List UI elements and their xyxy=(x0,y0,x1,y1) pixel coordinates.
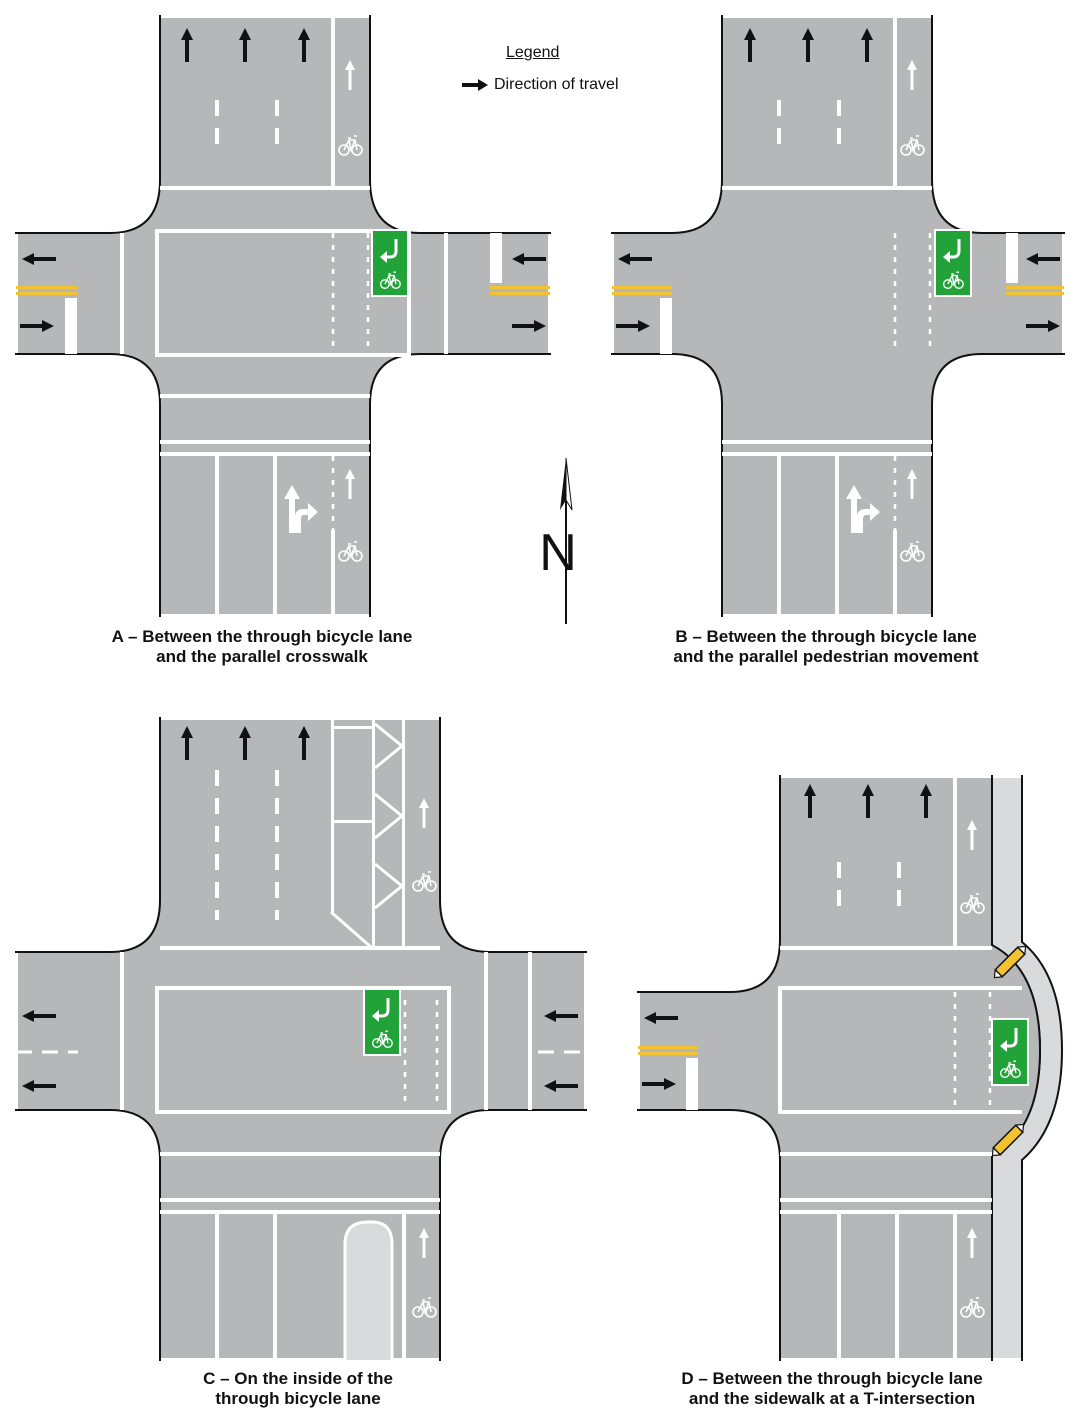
panel-a-intersection xyxy=(14,14,552,618)
caption-c-line2: through bicycle lane xyxy=(215,1389,381,1408)
caption-c-line1: C – On the inside of the xyxy=(203,1369,393,1388)
caption-b: B – Between the through bicycle lane and… xyxy=(576,627,1076,667)
caption-b-line2: and the parallel pedestrian movement xyxy=(673,647,979,666)
compass-label: N xyxy=(539,524,577,582)
panel-b-intersection xyxy=(610,14,1066,618)
caption-c: C – On the inside of the through bicycle… xyxy=(48,1369,548,1409)
caption-a-line1: A – Between the through bicycle lane xyxy=(111,627,413,646)
arrow-icon xyxy=(462,78,488,91)
caption-d: D – Between the through bicycle lane and… xyxy=(582,1369,1082,1409)
caption-a-line2: and the parallel crosswalk xyxy=(156,647,368,666)
north-arrow-icon xyxy=(560,457,573,624)
caption-b-line1: B – Between the through bicycle lane xyxy=(675,627,977,646)
legend-item-label: Direction of travel xyxy=(494,76,619,93)
panel-d-intersection xyxy=(636,774,1064,1362)
caption-a: A – Between the through bicycle lane and… xyxy=(12,627,512,667)
legend-title: Legend xyxy=(506,44,560,61)
legend-item: Direction of travel xyxy=(462,76,619,94)
panel-c-intersection xyxy=(14,716,588,1362)
caption-d-line1: D – Between the through bicycle lane xyxy=(681,1369,983,1388)
caption-d-line2: and the sidewalk at a T-intersection xyxy=(688,1389,976,1408)
